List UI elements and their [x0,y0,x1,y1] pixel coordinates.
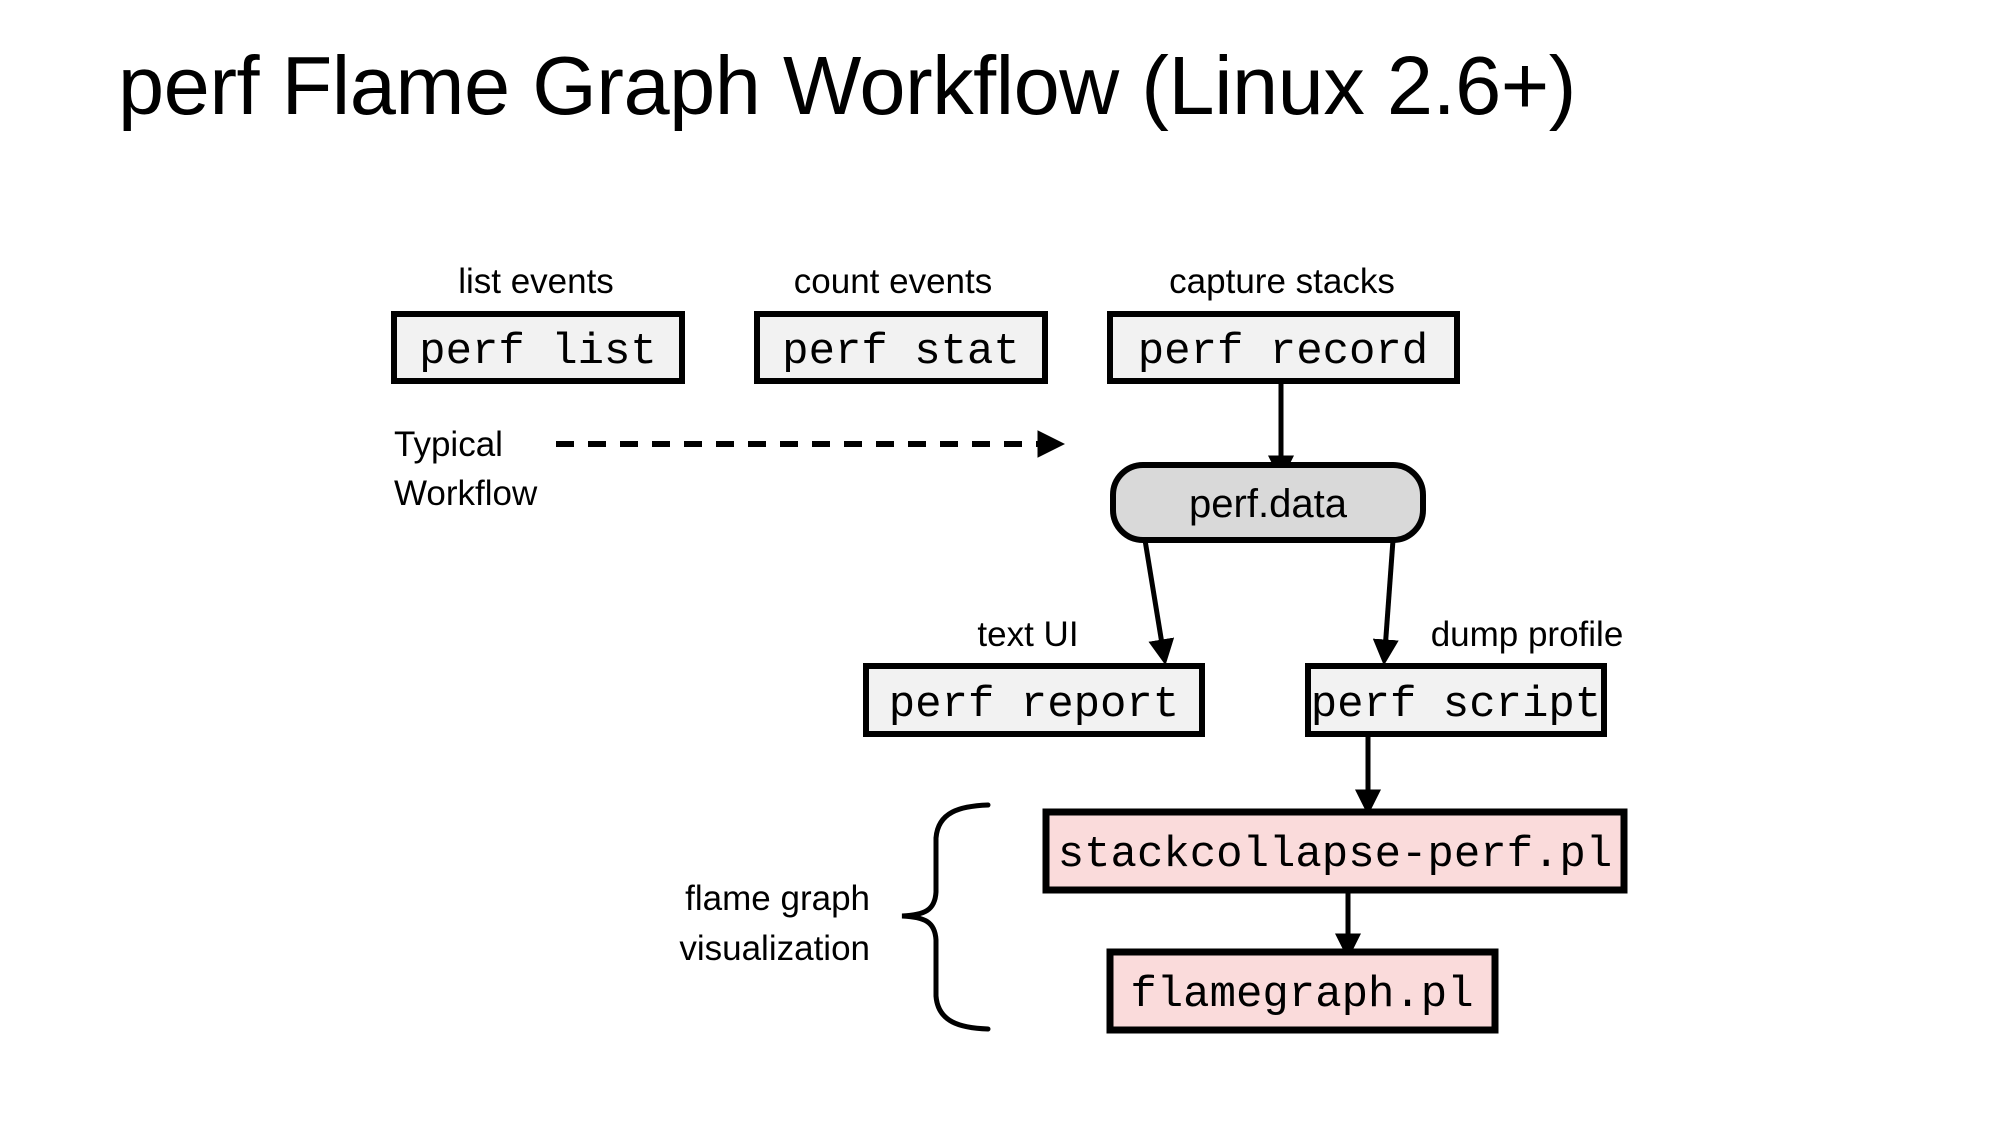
node-perf-list-label: perf list [419,327,657,377]
edge-data-to-script [1372,539,1399,666]
typical-workflow-line1: Typical [394,425,503,464]
node-flamegraph-pl-label: flamegraph.pl [1130,970,1473,1020]
brace-label-line2: visualization [679,929,870,968]
node-flamegraph-pl[interactable]: flamegraph.pl [1106,948,1499,1034]
node-perf-report[interactable]: perf report [863,663,1205,737]
node-perf-stat-label: perf stat [782,327,1020,377]
edge-data-to-report [1142,539,1175,666]
node-perf-list[interactable]: perf list [391,311,685,384]
node-stackcollapse-perf-pl-label: stackcollapse-perf.pl [1058,830,1613,880]
node-perf-script[interactable]: perf script [1305,663,1607,737]
node-perf-data-label: perf.data [1189,482,1348,526]
node-perf-stat[interactable]: perf stat [754,311,1048,384]
node-perf-report-label: perf report [889,680,1179,730]
node-perf-script-label: perf script [1311,680,1601,730]
page-title: perf Flame Graph Workflow (Linux 2.6+) [118,39,1576,132]
node-perf-data[interactable]: perf.data [1110,462,1426,543]
typical-workflow-label: Typical Workflow [394,425,538,513]
brace-flame-graph-visualization [901,802,991,1032]
annotation-text-ui: text UI [977,615,1078,654]
brace-label: flame graph visualization [679,879,870,968]
node-perf-record-label: perf record [1138,327,1428,377]
brace-label-line1: flame graph [685,879,870,918]
annotation-dump-profile: dump profile [1431,615,1624,654]
node-stackcollapse-perf-pl[interactable]: stackcollapse-perf.pl [1042,808,1628,894]
node-perf-record[interactable]: perf record [1107,311,1460,384]
annotation-capture-stacks: capture stacks [1169,262,1395,301]
annotation-list-events: list events [458,262,614,301]
typical-workflow-line2: Workflow [394,474,538,513]
annotation-count-events: count events [794,262,992,301]
